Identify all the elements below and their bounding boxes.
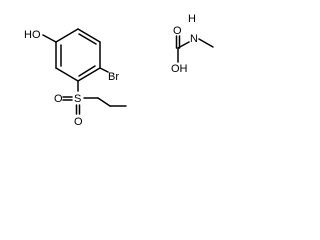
ring-bond-2 (77, 28, 101, 43)
ring-bond-5 (55, 67, 79, 82)
methylcarbamic-acid-molecule: O H N OH (171, 13, 214, 75)
sulfonyl-oxygen-bottom-label: O (74, 116, 83, 128)
sulfonyl-oxygen-left-label: O (54, 93, 63, 105)
hydroxyl-bond (42, 34, 57, 43)
sulfur-label: S (74, 93, 81, 105)
carbon-nitrogen-bond (177, 41, 190, 49)
ring-bond-1 (55, 28, 79, 43)
bromo-bond (99, 67, 109, 73)
hydroxyl-label: HO (24, 29, 41, 41)
propyl-bond-2 (97, 97, 111, 107)
amine-nitrogen-label: N (190, 33, 198, 45)
ring-bond-4 (77, 67, 101, 82)
carbonyl-oxygen-label: O (173, 25, 182, 37)
chemical-structure-figure: HO Br S O O O H N OH (24, 13, 214, 128)
ring-double-bond-inner-1 (78, 33, 97, 45)
amine-hydrogen-label: H (188, 13, 196, 25)
nitrogen-methyl-bond (198, 38, 214, 48)
bromo-label: Br (108, 71, 119, 83)
bromo-propylsulfonyl-phenol-molecule: HO Br S O O (24, 28, 127, 128)
carboxyl-hydroxyl-label: OH (171, 63, 188, 75)
ring-double-bond-inner-2 (78, 65, 96, 77)
